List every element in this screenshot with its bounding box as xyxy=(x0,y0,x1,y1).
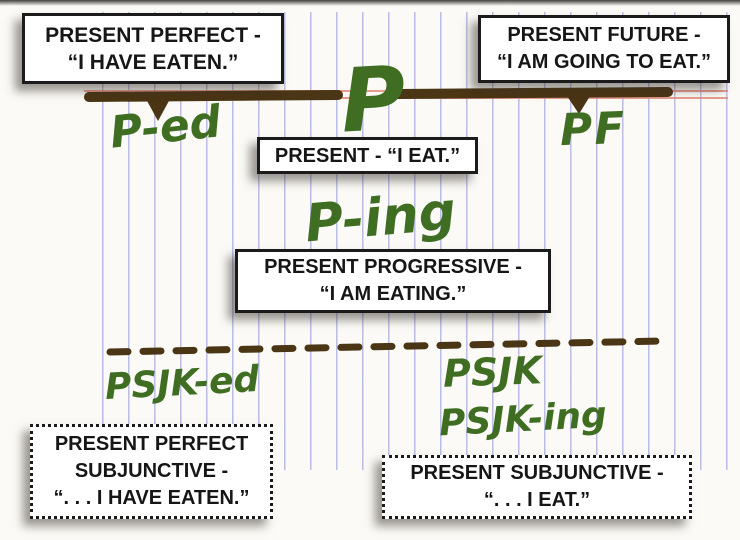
label-line: PRESENT PERFECT xyxy=(54,433,249,455)
label-line: PRESENT FUTURE - xyxy=(507,24,701,46)
label-box-present-subjunctive: PRESENT SUBJUNCTIVE - “. . . I EAT.” xyxy=(382,455,692,519)
annotation-psjk: PSJK xyxy=(442,348,543,396)
label-line: PRESENT PROGRESSIVE - xyxy=(264,256,522,278)
label-line: “I HAVE EATEN.” xyxy=(67,50,239,74)
label-box-present: PRESENT - “I EAT.” xyxy=(257,137,478,174)
label-line: “I AM EATING.” xyxy=(319,283,467,305)
margin-line-bottom xyxy=(84,97,728,99)
annotation-p-ed: P-ed xyxy=(107,96,224,159)
label-line: PRESENT PERFECT - xyxy=(45,23,261,47)
label-box-present-progressive: PRESENT PROGRESSIVE - “I AM EATING.” xyxy=(235,249,551,313)
margin-line-top xyxy=(84,90,728,92)
label-box-present-future: PRESENT FUTURE - “I AM GOING TO EAT.” xyxy=(478,15,730,83)
label-box-present-perfect-subjunctive: PRESENT PERFECT SUBJUNCTIVE - “. . . I H… xyxy=(30,424,273,519)
annotation-pf: PF xyxy=(559,102,628,157)
label-line: “I AM GOING TO EAT.” xyxy=(496,51,712,73)
label-line: PRESENT - “I EAT.” xyxy=(274,144,461,167)
label-line: “. . . I HAVE EATEN.” xyxy=(53,487,250,509)
annotation-p-ing: P-ing xyxy=(302,181,459,255)
annotation-psjk-ing: PSJK-ing xyxy=(438,394,608,445)
label-line: “. . . I EAT.” xyxy=(483,489,591,511)
annotation-psjk-ed: PSJK-ed xyxy=(104,358,261,409)
annotation-p: P xyxy=(338,46,409,153)
label-line: PRESENT SUBJUNCTIVE - xyxy=(410,462,664,484)
label-line: SUBJUNCTIVE - xyxy=(74,460,229,482)
label-box-present-perfect: PRESENT PERFECT - “I HAVE EATEN.” xyxy=(22,13,284,84)
photo-edge-shadow xyxy=(0,0,740,6)
